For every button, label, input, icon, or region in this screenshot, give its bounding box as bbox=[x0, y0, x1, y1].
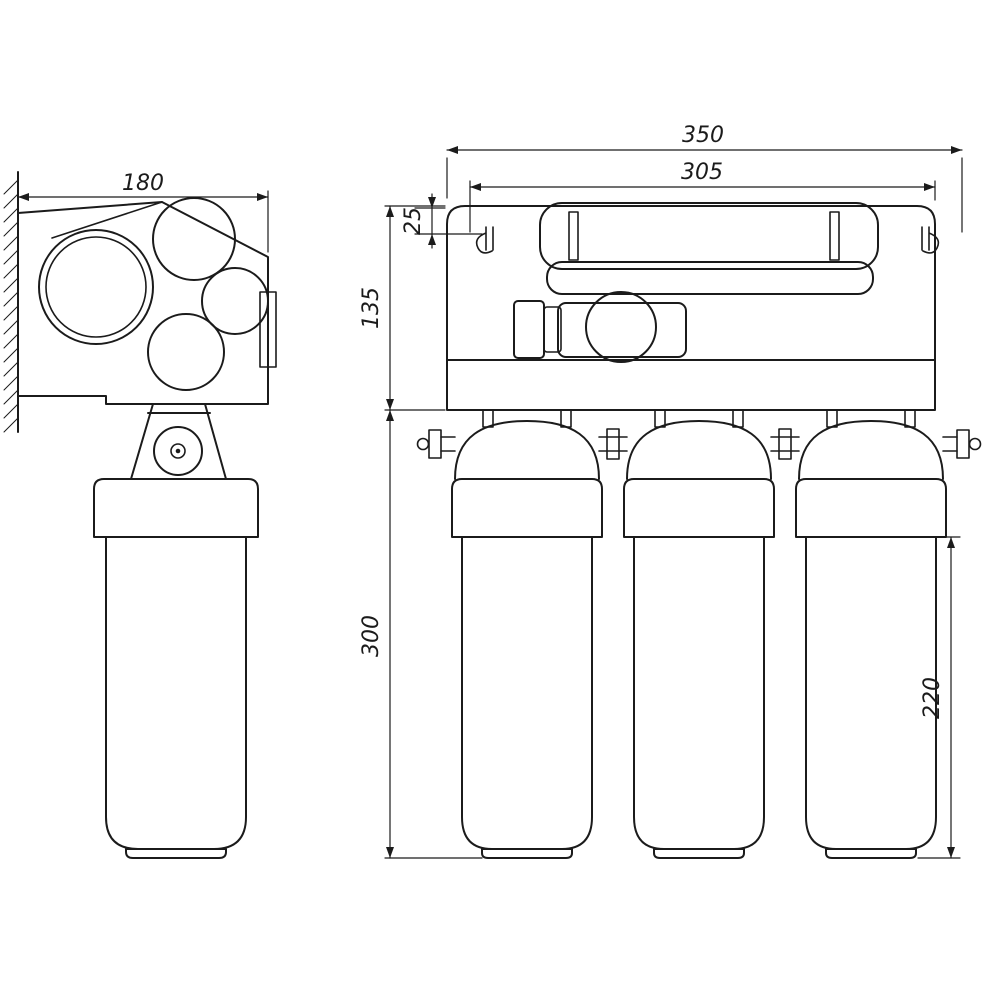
dim-300-label: 300 bbox=[359, 615, 384, 657]
filter-1-body bbox=[461, 536, 593, 850]
stem bbox=[654, 409, 666, 428]
dimension-bracket-offset: 25 bbox=[401, 193, 483, 249]
filter-2-cap bbox=[623, 478, 775, 538]
dim-180-arrow-right bbox=[257, 193, 268, 201]
stem bbox=[482, 409, 494, 428]
union-pipe-1 bbox=[598, 436, 628, 452]
inlet-pipe bbox=[440, 436, 456, 452]
front-view: 350 305 25 135 bbox=[359, 123, 982, 859]
membrane-end-outer-circle bbox=[38, 229, 154, 345]
side-clamp bbox=[259, 291, 277, 368]
dim-350-extensions bbox=[446, 157, 963, 233]
side-filter-foot bbox=[125, 848, 227, 859]
mount-hook-left bbox=[475, 226, 494, 254]
dim-305-label: 305 bbox=[681, 160, 723, 185]
dim-135-extensions bbox=[384, 205, 446, 411]
filter-3-cap bbox=[795, 478, 947, 538]
membrane-housing bbox=[539, 202, 879, 270]
dimension-side-width: 180 bbox=[17, 171, 269, 253]
dim-25-label: 25 bbox=[401, 207, 426, 235]
dim-305-arrow-right bbox=[924, 183, 935, 191]
dimension-head-height: 135 bbox=[359, 205, 446, 411]
pump-head-circle bbox=[585, 291, 657, 363]
dim-350-arrow-right bbox=[951, 146, 962, 154]
union-nut-1 bbox=[606, 428, 620, 460]
filter-3-body bbox=[805, 536, 937, 850]
dim-220-label: 220 bbox=[920, 677, 945, 719]
dim-305-extensions bbox=[469, 180, 936, 233]
dim-300-arrow-bottom bbox=[386, 847, 394, 858]
inlet-nut bbox=[428, 429, 442, 459]
dim-180-label: 180 bbox=[122, 171, 164, 196]
head-plate-outline bbox=[17, 201, 269, 405]
union-pipe-2 bbox=[770, 436, 800, 452]
front-filter-3 bbox=[795, 420, 947, 859]
dim-25-arrow-bottom bbox=[428, 234, 436, 245]
dim-350-label: 350 bbox=[682, 123, 724, 148]
pump-body bbox=[557, 302, 687, 358]
dim-135-arrow-top bbox=[386, 206, 394, 217]
side-swivel-bracket bbox=[130, 403, 227, 480]
outlet-pipe bbox=[942, 436, 958, 452]
side-filter-body bbox=[105, 536, 247, 850]
side-head-assembly bbox=[17, 197, 277, 405]
filter-1-dome bbox=[454, 420, 600, 480]
mount-hook-right bbox=[921, 226, 940, 254]
stem bbox=[732, 409, 744, 428]
swivel-pin-circle bbox=[170, 443, 186, 459]
rear-housing bbox=[546, 261, 874, 295]
dim-300-arrow-top bbox=[386, 410, 394, 421]
front-bracket-outline bbox=[446, 205, 936, 411]
dim-305-arrow-left bbox=[470, 183, 481, 191]
side-filter-cap bbox=[93, 478, 259, 538]
filter-3-dome bbox=[798, 420, 944, 480]
stem bbox=[826, 409, 838, 428]
filter-2-dome bbox=[626, 420, 772, 480]
membrane-clamp-right bbox=[829, 211, 840, 261]
dim-220-extensions bbox=[917, 536, 961, 859]
outlet-cap bbox=[968, 437, 982, 451]
filter-1-foot bbox=[481, 848, 573, 859]
dim-135-label: 135 bbox=[359, 287, 384, 329]
dim-135-arrow-bottom bbox=[386, 399, 394, 410]
dimension-housing-total-height: 300 bbox=[359, 409, 483, 859]
dimension-front-inner-width: 305 bbox=[469, 160, 936, 233]
dim-25-extensions bbox=[414, 207, 483, 235]
housing-end-top-circle bbox=[152, 197, 236, 281]
wall-hatching bbox=[3, 179, 19, 433]
housing-end-right-circle bbox=[201, 267, 269, 335]
front-filter-2 bbox=[623, 420, 775, 859]
pump-block-outer bbox=[513, 300, 545, 359]
dim-180-arrow-left bbox=[18, 193, 29, 201]
dimension-housing-body-height: 220 bbox=[917, 536, 961, 859]
dimension-front-overall-width: 350 bbox=[446, 123, 963, 233]
union-nut-2 bbox=[778, 428, 792, 460]
swivel-pin-center bbox=[175, 448, 181, 454]
front-head-assembly bbox=[446, 202, 940, 411]
inlet-cap bbox=[416, 437, 430, 451]
dim-220-arrow-bottom bbox=[947, 847, 955, 858]
filter-3-foot bbox=[825, 848, 917, 859]
side-view: 180 bbox=[3, 171, 277, 859]
wall bbox=[3, 171, 19, 433]
side-filter-housing bbox=[93, 478, 259, 859]
stem bbox=[560, 409, 572, 428]
swivel-arms bbox=[130, 403, 227, 480]
front-fittings bbox=[416, 409, 982, 460]
membrane-end-inner-circle bbox=[45, 236, 147, 338]
housing-end-bottom-circle bbox=[147, 313, 225, 391]
head-plate-diagonal bbox=[51, 201, 163, 239]
dim-350-arrow-left bbox=[447, 146, 458, 154]
stem bbox=[904, 409, 916, 428]
filter-2-body bbox=[633, 536, 765, 850]
dim-220-arrow-top bbox=[947, 537, 955, 548]
filter-1-cap bbox=[451, 478, 603, 538]
membrane-clamp-left bbox=[568, 211, 579, 261]
filter-2-foot bbox=[653, 848, 745, 859]
pump-block-inner bbox=[543, 306, 562, 353]
outlet-nut bbox=[956, 429, 970, 459]
front-filter-1 bbox=[451, 420, 603, 859]
dim-25-arrow-top bbox=[428, 197, 436, 208]
swivel-joint-circle bbox=[153, 426, 203, 476]
